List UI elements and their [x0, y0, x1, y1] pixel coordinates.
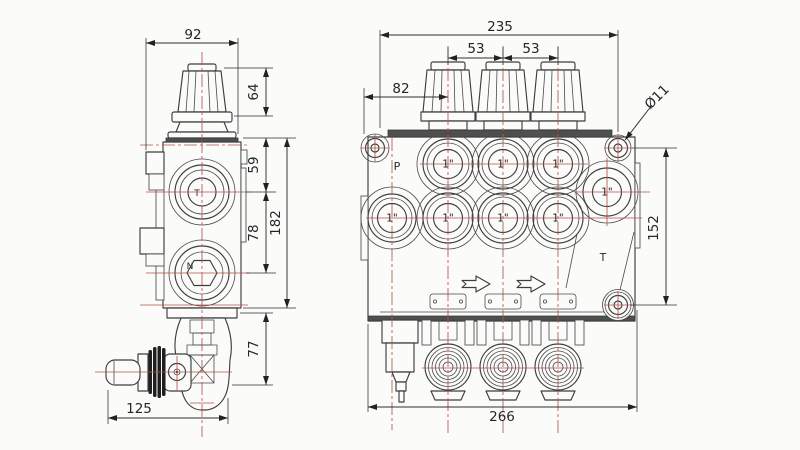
- dim-side-77: 77: [246, 340, 262, 357]
- spool-bottom-ends: [381, 319, 585, 403]
- pressure-port-label: P: [394, 160, 401, 173]
- dim-front-152: 152: [646, 215, 662, 241]
- dim-side-125: 125: [126, 401, 152, 417]
- port-size-label: 1": [552, 213, 564, 225]
- front-view-drawing: 1" 1" 1" 1" 1" 1" 1" 1" P T 235 53 53: [360, 19, 677, 434]
- valve-body-side: T N: [139, 137, 248, 309]
- flow-arrow-icon: [461, 275, 491, 293]
- side-view-drawing: T N: [95, 27, 296, 437]
- port-size-labels: 1" 1" 1" 1" 1" 1" 1" 1": [386, 159, 613, 225]
- dim-front-53-left: 53: [467, 41, 484, 57]
- tank-port-label: T: [599, 252, 607, 264]
- port-size-label: 1": [386, 213, 398, 225]
- front-view-dimensions: 235 53 53 82 Ø11 152 266: [363, 19, 677, 425]
- lever-grip: [105, 359, 141, 386]
- dim-side-78: 78: [246, 224, 262, 241]
- dim-side-182: 182: [268, 210, 284, 236]
- side-view-centerlines: [95, 52, 250, 437]
- dim-front-235: 235: [487, 19, 513, 35]
- front-view-centerlines: [361, 46, 650, 434]
- flow-arrow-icon: [516, 275, 546, 293]
- port-size-label: 1": [442, 159, 454, 171]
- lever-assembly: [105, 307, 238, 411]
- spool-cap: [420, 61, 476, 131]
- dim-front-82: 82: [392, 81, 409, 97]
- valve-body-front: [367, 136, 636, 322]
- dim-side-92: 92: [184, 27, 201, 43]
- side-view-dimensions: 92 64 59 78 182 77: [107, 27, 296, 424]
- port-size-label: 1": [442, 213, 454, 225]
- port-size-label: 1": [601, 187, 613, 199]
- dim-side-59: 59: [246, 156, 262, 173]
- port-size-label: 1": [497, 213, 509, 225]
- relief-valve-block: [381, 319, 419, 403]
- port-size-label: 1": [552, 159, 564, 171]
- flow-direction-arrows: [461, 275, 546, 293]
- t-port-label: T: [193, 189, 200, 199]
- dim-front-53-right: 53: [522, 41, 539, 57]
- bottom-mounting-bar: [367, 315, 636, 322]
- dim-front-266: 266: [489, 409, 515, 425]
- port-size-label: 1": [497, 159, 509, 171]
- dim-side-64: 64: [246, 83, 262, 100]
- dim-front-hole-dia: Ø11: [642, 82, 673, 113]
- n-plug-label: N: [187, 262, 194, 272]
